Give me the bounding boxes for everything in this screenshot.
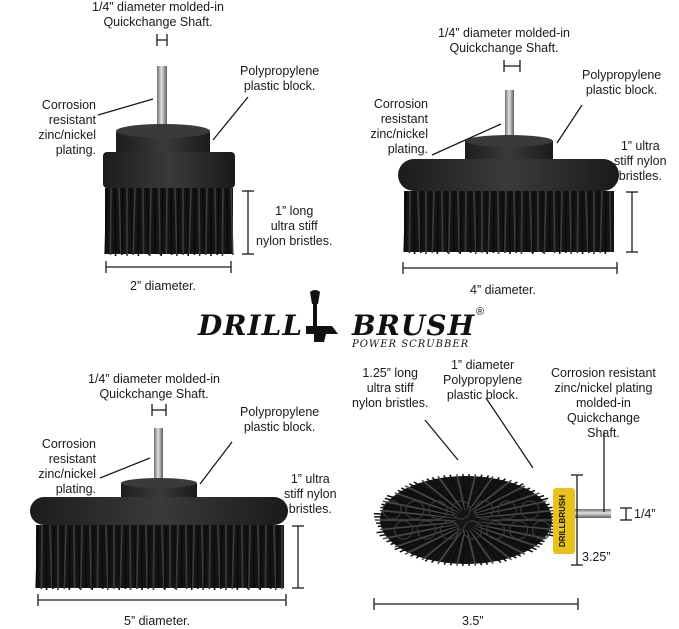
dimension-lines [37, 34, 638, 610]
brush-2in-block-label: Polypropylene plastic block. [240, 64, 320, 93]
brush-round-shaft-dim-label: 1/4” [634, 507, 656, 521]
brush-round [373, 473, 611, 567]
brush-5in-shaft [154, 428, 163, 488]
brush-5in-bristles-label: 1” ultra stiff nylon bristles. [284, 472, 337, 516]
brush-2in [103, 66, 235, 257]
brush-round-band [553, 488, 575, 554]
brand-word-left: DRILL [198, 309, 304, 342]
brush-4in-block [398, 159, 619, 191]
brush-5in-shaft-label: 1/4” diameter molded-in Quickchange Shaf… [88, 372, 221, 401]
brush-2in-shaft-label: 1/4” diameter molded-in Quickchange Shaf… [92, 0, 225, 29]
brush-round-height-label: 3.25” [582, 550, 611, 564]
brush-5in-block [30, 497, 288, 525]
brush-4in-plating-label: Corrosion resistant zinc/nickel plating. [370, 97, 428, 156]
brush-4in [398, 90, 619, 255]
brand-registered-mark: ® [476, 306, 485, 318]
brush-5in-block-label: Polypropylene plastic block. [240, 405, 320, 434]
brush-2in-bristles [104, 187, 234, 257]
brush-round-band-text: DRILLBRUSH [558, 495, 567, 547]
brush-round-shaft [575, 509, 611, 518]
brush-round-bristles-label: 1.25” long ultra stiff nylon bristles. [352, 366, 429, 410]
brush-round-width-label: 3.5” [462, 614, 484, 628]
brush-4in-block-label: Polypropylene plastic block. [582, 68, 662, 97]
brush-5in-diameter-label: 5” diameter. [124, 614, 191, 628]
brand-tagline: POWER SCRUBBER [352, 339, 470, 350]
brand-word-right: BRUSH [352, 309, 476, 342]
brush-round-bristles [373, 473, 559, 567]
brush-4in-bristles-label: 1” ultra stiff nylon bristles. [614, 139, 667, 183]
brush-5in-plating-label: Corrosion resistant zinc/nickel plating. [38, 437, 96, 496]
brush-4in-diameter-label: 4” diameter. [470, 283, 537, 297]
brush-2in-diameter-label: 2” diameter. [130, 279, 197, 293]
brush-round-block-label: 1” diameter Polypropylene plastic block. [443, 358, 523, 402]
brush-4in-bristles [403, 190, 614, 255]
drillbrush-logo-mark [306, 290, 338, 342]
brush-2in-block [103, 152, 235, 188]
brush-2in-shaft [157, 66, 167, 128]
brush-5in [30, 428, 288, 591]
brush-2in-plating-label: Corrosion resistant zinc/nickel plating. [38, 98, 96, 157]
brush-4in-shaft-label: 1/4” diameter molded-in Quickchange Shaf… [438, 26, 571, 55]
brush-4in-shaft [505, 90, 514, 148]
brush-round-plating-label: Corrosion resistant zinc/nickel plating … [551, 366, 656, 440]
brush-2in-bristles-label: 1” long ultra stiff nylon bristles. [256, 204, 333, 248]
brush-5in-bristles [35, 524, 284, 591]
